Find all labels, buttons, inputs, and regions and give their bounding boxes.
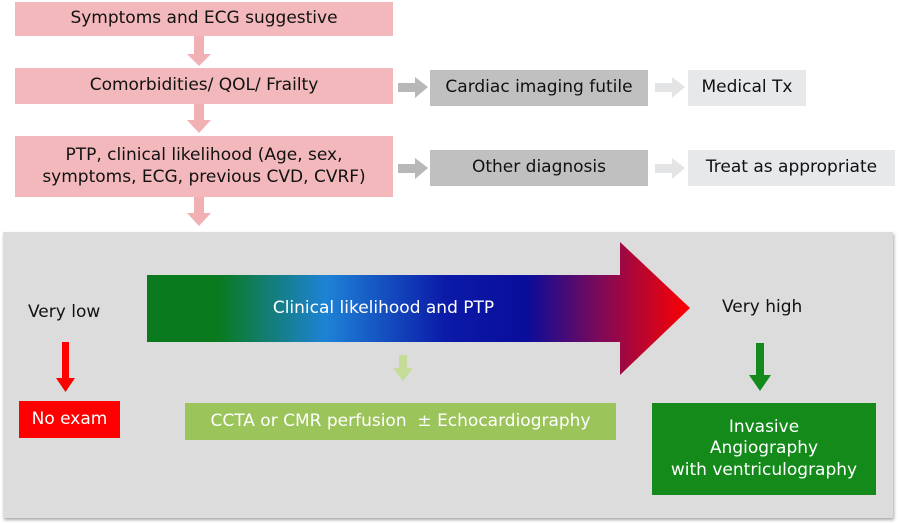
right-arrow-icon bbox=[655, 158, 685, 179]
right-arrow-icon bbox=[398, 158, 428, 179]
down-arrow-icon bbox=[187, 197, 211, 226]
right-arrow-icon bbox=[655, 77, 685, 98]
likelihood-gradient-arrow bbox=[147, 242, 690, 375]
step-comorbidities-label: Comorbidities/ QOL/ Frailty bbox=[89, 75, 319, 96]
step-symptoms-ecg: Symptoms and ECG suggestive bbox=[15, 2, 393, 36]
very-high-label: Very high bbox=[722, 297, 803, 317]
down-arrow-icon bbox=[187, 104, 211, 133]
other-diagnosis-label: Other diagnosis bbox=[471, 157, 606, 178]
right-arrow-icon bbox=[398, 77, 428, 98]
ccta-cmr-label: CCTA or CMR perfusion ± Echocardiography bbox=[210, 410, 591, 431]
down-arrow-icon bbox=[393, 355, 413, 381]
step-ptp-line2: symptoms, ECG, previous CVD, CVRF) bbox=[42, 166, 366, 187]
step-ptp: PTP, clinical likelihood (Age, sex, symp… bbox=[15, 136, 393, 197]
invasive-angiography-box: Invasive Angiography with ventriculograp… bbox=[652, 403, 876, 495]
down-arrow-icon bbox=[749, 343, 771, 391]
invasive-line2: Angiography bbox=[709, 438, 819, 459]
cardiac-imaging-futile-label: Cardiac imaging futile bbox=[445, 77, 633, 98]
down-arrow-icon bbox=[187, 36, 211, 66]
no-exam-box: No exam bbox=[19, 401, 120, 438]
invasive-line3: with ventriculography bbox=[670, 459, 858, 480]
down-arrow-icon bbox=[56, 342, 75, 392]
clinical-likelihood-label: Clinical likelihood and PTP bbox=[272, 297, 495, 318]
step-ptp-line1: PTP, clinical likelihood (Age, sex, bbox=[65, 145, 343, 166]
treat-as-appropriate-box: Treat as appropriate bbox=[688, 150, 895, 186]
no-exam-label: No exam bbox=[31, 408, 108, 429]
step-symptoms-ecg-label: Symptoms and ECG suggestive bbox=[70, 8, 338, 29]
step-comorbidities: Comorbidities/ QOL/ Frailty bbox=[15, 68, 393, 104]
arrow-label: Clinical likelihood and PTP bbox=[147, 275, 620, 342]
treat-as-appropriate-label: Treat as appropriate bbox=[705, 157, 878, 178]
cardiac-imaging-futile-box: Cardiac imaging futile bbox=[430, 70, 648, 106]
very-low-label: Very low bbox=[28, 302, 101, 322]
medical-tx-label: Medical Tx bbox=[701, 77, 793, 98]
medical-tx-box: Medical Tx bbox=[688, 70, 806, 106]
other-diagnosis-box: Other diagnosis bbox=[430, 150, 648, 186]
ccta-cmr-box: CCTA or CMR perfusion ± Echocardiography bbox=[185, 403, 616, 440]
invasive-line1: Invasive bbox=[728, 417, 800, 438]
